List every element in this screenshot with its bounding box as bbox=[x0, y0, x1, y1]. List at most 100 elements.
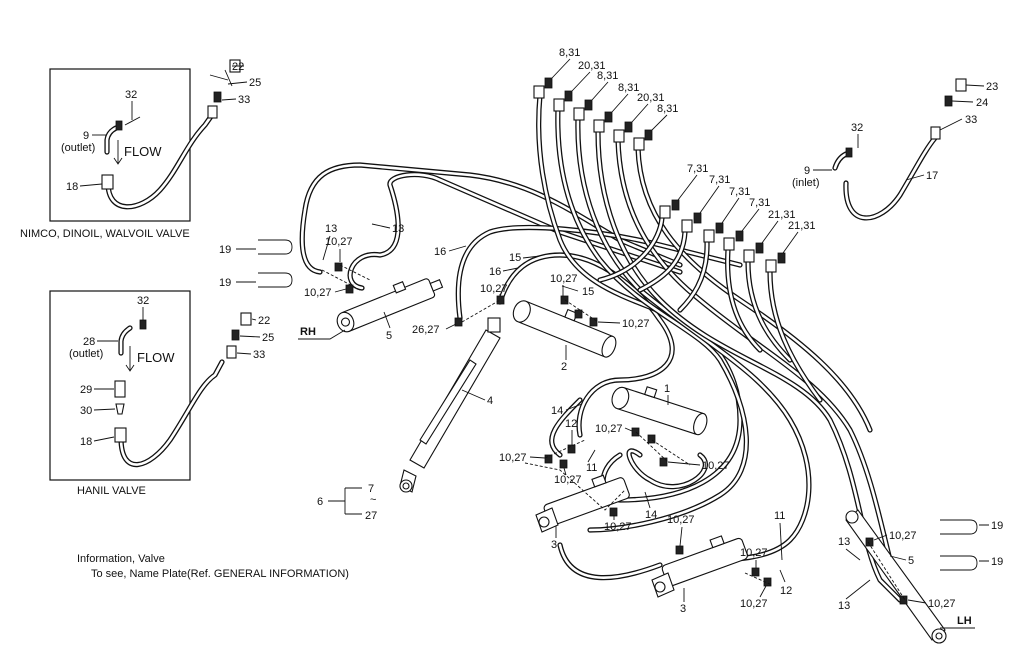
adapter-29 bbox=[114, 380, 126, 398]
callout-10-27-o: 10,27 bbox=[928, 598, 956, 610]
fitting-33 bbox=[207, 105, 218, 119]
callout-7-31-c: 7,31 bbox=[729, 186, 750, 198]
fitting-8-31-d bbox=[633, 137, 645, 151]
callout-10-27-a: 10,27 bbox=[325, 236, 353, 248]
callout-10-27-m: 10,27 bbox=[740, 598, 768, 610]
callout-10-27-j: 10,27 bbox=[604, 521, 632, 533]
hose-11-lower bbox=[557, 542, 663, 581]
callout-20-31-b: 20,31 bbox=[637, 92, 665, 104]
check-30 bbox=[115, 403, 125, 415]
callout-6: 6 bbox=[317, 496, 323, 508]
callout-11-b: 11 bbox=[774, 510, 785, 522]
center-callouts: 13 13 10,27 10,27 16 15 16 10,27 10,27 1… bbox=[304, 223, 956, 612]
callout-10-27-b: 10,27 bbox=[304, 287, 332, 299]
callout-14-b: 14 bbox=[645, 509, 657, 521]
callout-33-hanil: 33 bbox=[253, 349, 265, 361]
cylinder-5-rh bbox=[336, 278, 444, 333]
callout-7-31-d: 7,31 bbox=[749, 197, 770, 209]
label-rh: RH bbox=[300, 326, 316, 338]
main-hose-bundle bbox=[299, 92, 903, 603]
callout-19-a: 19 bbox=[219, 244, 231, 256]
callout-26-27: 26,27 bbox=[412, 324, 440, 336]
callout-15-a: 15 bbox=[509, 252, 521, 264]
callout-15-b: 15 bbox=[582, 286, 594, 298]
callout-12-a: 12 bbox=[565, 418, 577, 430]
cylinder-2 bbox=[512, 300, 617, 358]
fitting-7-31-d bbox=[723, 237, 735, 251]
fitting-7-31-a bbox=[659, 205, 671, 219]
callout-10-27-d: 10,27 bbox=[550, 273, 578, 285]
callout-2: 2 bbox=[561, 361, 567, 373]
callout-10-27-e: 10,27 bbox=[622, 318, 650, 330]
fitting-7-31-c bbox=[703, 229, 715, 243]
adapter-25-hanil bbox=[231, 329, 240, 341]
top-fittings bbox=[533, 77, 786, 273]
fitting-8-31-c bbox=[593, 119, 605, 133]
info-line-2: To see, Name Plate(Ref. GENERAL INFORMAT… bbox=[91, 568, 349, 580]
callout-8-31-c: 8,31 bbox=[618, 82, 639, 94]
callout-7-31-a: 7,31 bbox=[687, 163, 708, 175]
callout-25: 25 bbox=[249, 77, 261, 89]
callout-17: 17 bbox=[926, 170, 938, 182]
flow-arrow-icon-2 bbox=[125, 346, 135, 372]
cylinder-3-right bbox=[661, 535, 748, 587]
label-inlet: (inlet) bbox=[792, 177, 820, 189]
oring-32-hanil bbox=[139, 319, 147, 330]
callout-10-27-i: 10,27 bbox=[554, 474, 582, 486]
callout-10-27-k: 10,27 bbox=[667, 514, 695, 526]
adapter-25 bbox=[213, 91, 222, 103]
callout-27: 27 bbox=[365, 510, 377, 522]
callout-19-d: 19 bbox=[991, 556, 1003, 568]
callout-22-hanil: 22 bbox=[258, 315, 270, 327]
callout-7: 7 bbox=[368, 483, 374, 495]
fitting-18-hanil bbox=[114, 427, 127, 443]
fitting-7-31-b bbox=[681, 219, 693, 233]
info-line-1: Information, Valve bbox=[77, 553, 165, 565]
cylinder-fittings bbox=[321, 262, 908, 605]
hose-18-hanil bbox=[118, 359, 225, 468]
callout-10-27-g: 10,27 bbox=[499, 452, 527, 464]
callout-8-31-b: 8,31 bbox=[597, 70, 618, 82]
hose-bundle-6 bbox=[635, 145, 873, 433]
callout-10-27-h: 10,27 bbox=[702, 460, 730, 472]
caption-hanil-valve: HANIL VALVE bbox=[77, 485, 146, 497]
fitting-21-31-b bbox=[765, 259, 777, 273]
callout-33: 33 bbox=[238, 94, 250, 106]
callout-28: 28 bbox=[83, 336, 95, 348]
callout-21-31-b: 21,31 bbox=[788, 220, 816, 232]
inlet-hose-assembly: 23 24 33 32 9 (inlet) 17 bbox=[792, 78, 998, 221]
callout-6-group: 6 7 ~ 27 bbox=[317, 483, 377, 522]
callout-13-b: 13 bbox=[392, 223, 404, 235]
callout-32-inlet: 32 bbox=[851, 122, 863, 134]
callout-33-inlet: 33 bbox=[965, 114, 977, 126]
u-bolt-19-d bbox=[940, 555, 978, 571]
flow-arrow-icon bbox=[113, 140, 123, 165]
callout-13-c: 13 bbox=[838, 536, 850, 548]
caption-nimco-valve: NIMCO, DINOIL, WALVOIL VALVE bbox=[20, 228, 190, 240]
flow-label-hanil: FLOW bbox=[137, 350, 175, 365]
callout-tilde: ~ bbox=[370, 494, 376, 506]
callout-13-a: 13 bbox=[325, 223, 337, 235]
callout-25-hanil: 25 bbox=[262, 332, 274, 344]
cylinder-3-right-barrel bbox=[661, 537, 748, 587]
fitting-20-31-a bbox=[553, 98, 565, 112]
callout-16-a: 16 bbox=[434, 246, 446, 258]
u-bolt-19-c bbox=[940, 519, 978, 535]
label-outlet: (outlet) bbox=[61, 142, 95, 154]
adapter-24 bbox=[944, 95, 953, 107]
callout-5-rh: 5 bbox=[386, 330, 392, 342]
inset-nimco-dinoil-walvoil: 22 25 33 32 9 (outlet) FLOW 18 NIMCO, DI… bbox=[20, 59, 261, 240]
inset-hanil: 32 28 (outlet) FLOW 29 30 18 22 25 33 HA… bbox=[49, 290, 274, 497]
callout-18: 18 bbox=[66, 181, 78, 193]
callout-30: 30 bbox=[80, 405, 92, 417]
connector-23 bbox=[955, 78, 967, 92]
label-lh: LH bbox=[957, 615, 972, 627]
fitting-33-inlet bbox=[930, 126, 941, 140]
u-bolt-19-a bbox=[258, 239, 293, 255]
callout-9: 9 bbox=[83, 130, 89, 142]
callout-23: 23 bbox=[986, 81, 998, 93]
callout-11-a: 11 bbox=[586, 462, 597, 474]
oring-32 bbox=[115, 120, 123, 131]
fitting-8-31-a bbox=[533, 85, 545, 99]
